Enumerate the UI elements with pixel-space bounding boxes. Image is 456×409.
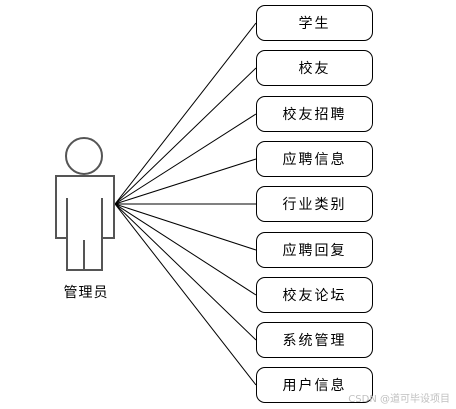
- use-case-box: 行业类别: [256, 186, 373, 222]
- use-case-box: 校友: [256, 50, 373, 86]
- connector-line: [114, 113, 257, 205]
- actor-label: 管理员: [63, 285, 109, 301]
- use-case-box: 系统管理: [256, 322, 373, 358]
- use-case-box: 校友招聘: [256, 96, 373, 132]
- watermark: CSDN @道可毕设项目: [348, 394, 450, 405]
- connector-line: [114, 158, 257, 205]
- connector-line: [114, 203, 257, 386]
- actor-body: [55, 175, 115, 271]
- connector-line: [114, 67, 257, 205]
- use-case-box: 用户信息: [256, 367, 373, 403]
- connector-lines: [114, 22, 257, 386]
- connector-line: [114, 203, 257, 296]
- connector-line: [114, 203, 257, 341]
- connector-line: [114, 22, 257, 205]
- actor-head: [65, 137, 103, 175]
- use-case-box: 校友论坛: [256, 277, 373, 313]
- actor-figure: [55, 137, 115, 271]
- use-case-box: 应聘信息: [256, 141, 373, 177]
- use-case-box: 学生: [256, 5, 373, 41]
- use-case-box: 应聘回复: [256, 232, 373, 268]
- connector-line: [114, 203, 257, 251]
